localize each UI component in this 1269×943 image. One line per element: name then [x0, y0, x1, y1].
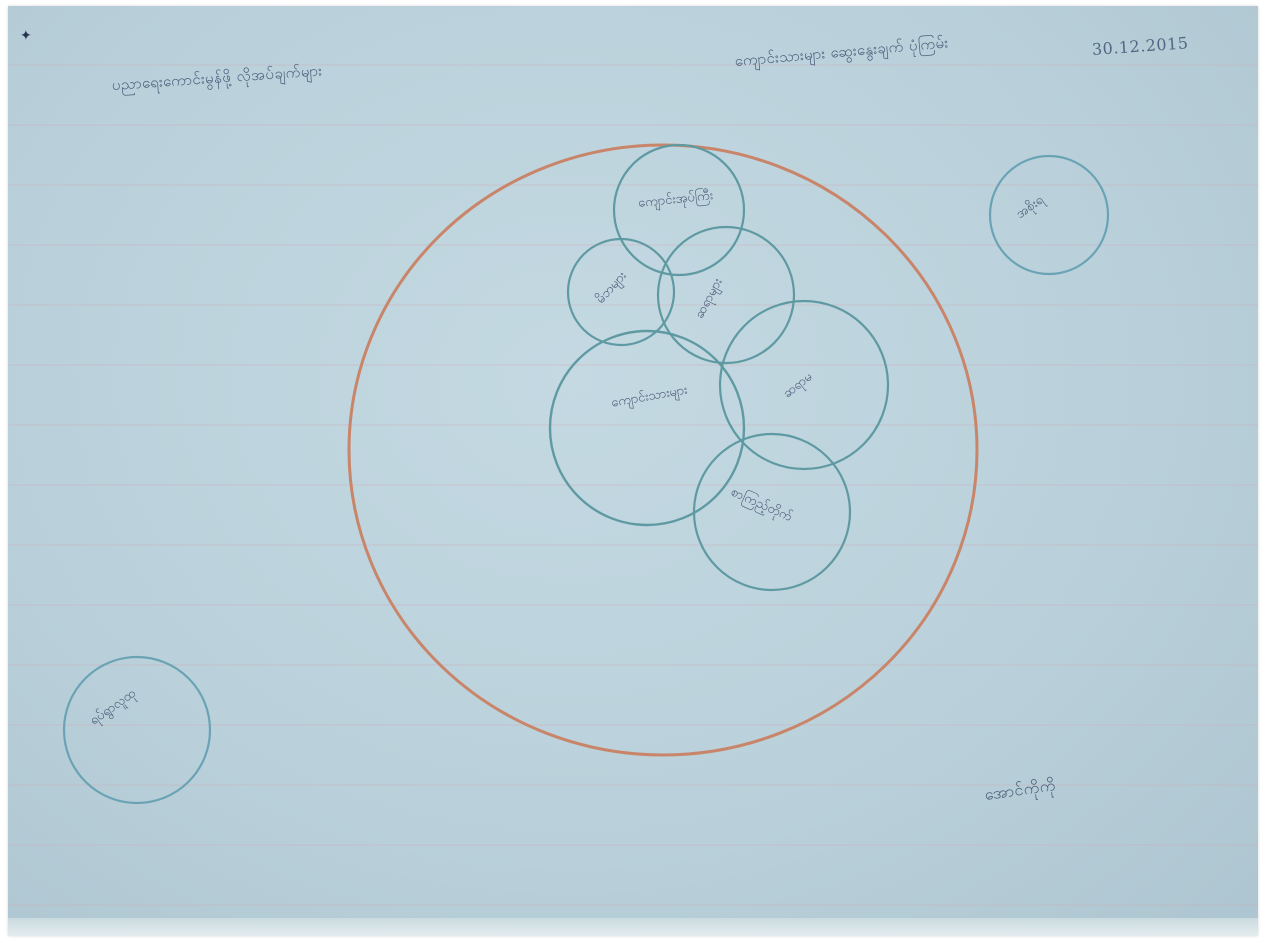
inner-circle	[550, 331, 744, 525]
outside-circle	[64, 657, 210, 803]
inner-circle-label: စာကြည့်တိုက်	[728, 483, 796, 527]
inner-circle	[614, 145, 744, 275]
inner-circle-label: မိဘများ	[592, 268, 631, 308]
outside-circle-label: အစိုးရ	[1013, 191, 1048, 223]
outside-circle	[990, 156, 1108, 274]
inner-circle-label: ဆရာမ	[780, 369, 816, 403]
inner-circle-label: ကျောင်းအုပ်ကြီး	[637, 186, 714, 213]
inner-circle	[658, 227, 794, 363]
outer-circle	[349, 145, 977, 755]
outside-circle-label: ရပ်ရွာလူထု	[87, 685, 140, 730]
inner-circle-label: ကျောင်းသားများ	[610, 381, 689, 412]
inner-circle-label: ဆရာများ	[692, 276, 727, 322]
